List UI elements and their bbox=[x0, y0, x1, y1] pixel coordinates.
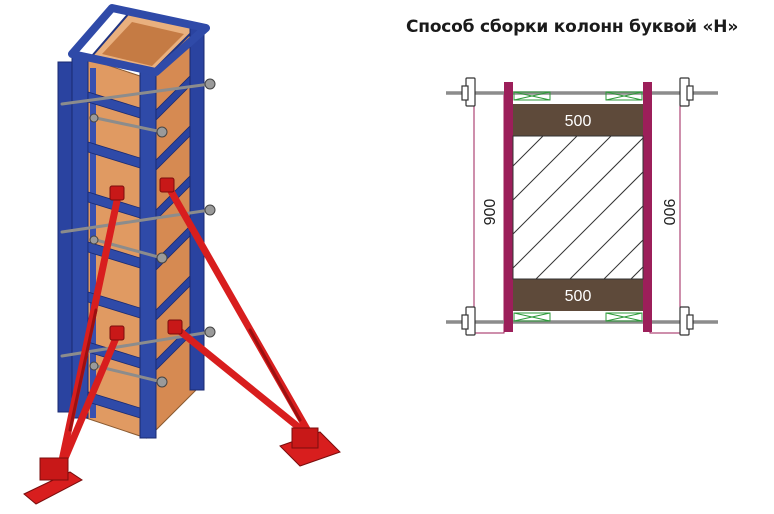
diagram-title: Способ сборки колонн буквой «Н» bbox=[406, 17, 739, 37]
timber-blocks bbox=[513, 91, 643, 322]
bottom-beam-dimension: 500 bbox=[565, 288, 592, 305]
left-side-panel bbox=[504, 82, 513, 332]
h-assembly-plan: 500 500 900 900 bbox=[446, 77, 718, 336]
column-formwork-illustration bbox=[23, 4, 341, 505]
top-inner bbox=[102, 22, 184, 66]
right-height-dimension: 900 bbox=[660, 199, 677, 226]
left-height-dimension: 900 bbox=[482, 199, 499, 226]
base-bracket-right bbox=[291, 427, 319, 449]
base-bracket-left bbox=[39, 457, 69, 481]
brace-brackets bbox=[109, 177, 183, 341]
rod-end-clamps bbox=[461, 77, 694, 336]
right-side-panel bbox=[643, 82, 652, 332]
rod-nuts bbox=[89, 78, 216, 388]
front-frame-far-left bbox=[57, 61, 73, 413]
top-beam-dimension: 500 bbox=[565, 113, 592, 130]
top-rim bbox=[68, 4, 210, 76]
bracing-props bbox=[56, 182, 316, 474]
top-beam bbox=[513, 104, 643, 136]
bottom-beam bbox=[513, 279, 643, 311]
column-hatch bbox=[512, 135, 644, 280]
